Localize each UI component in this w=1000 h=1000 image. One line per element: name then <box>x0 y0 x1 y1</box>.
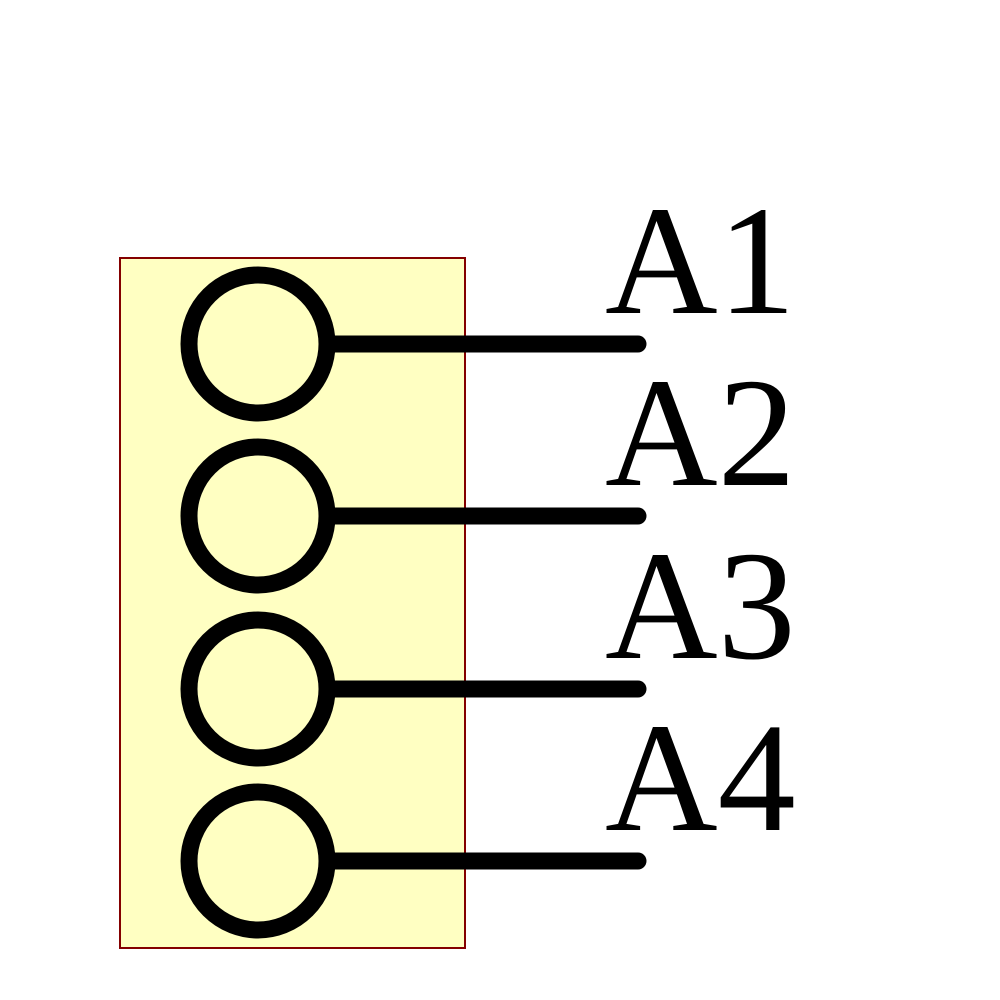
pin-label-a2[interactable]: A2 <box>605 346 796 519</box>
pin-label-a1[interactable]: A1 <box>605 174 796 347</box>
pin-circle-a2[interactable] <box>180 438 336 594</box>
pin-circle-a1[interactable] <box>180 266 336 422</box>
pin-label-a3[interactable]: A3 <box>605 519 796 692</box>
component-body[interactable] <box>119 257 466 949</box>
pin-label-a4[interactable]: A4 <box>605 691 796 864</box>
pin-circle-a4[interactable] <box>180 783 336 939</box>
pin-circle-a3[interactable] <box>180 611 336 767</box>
